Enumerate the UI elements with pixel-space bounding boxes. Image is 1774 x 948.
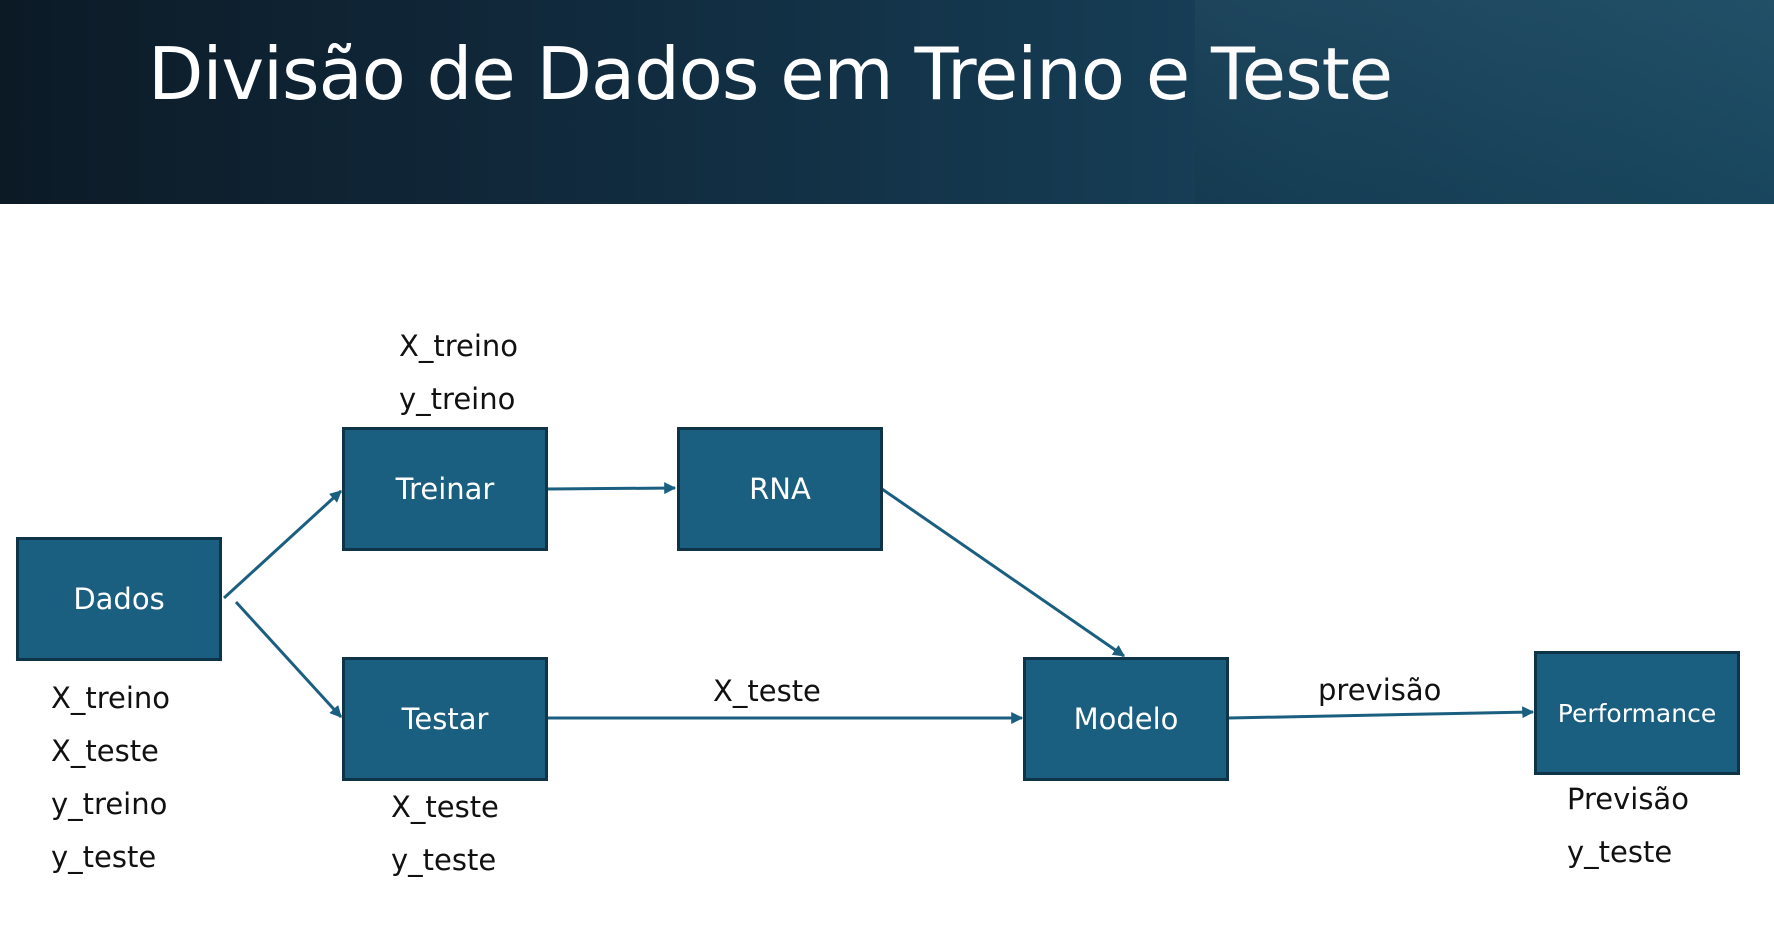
node-dados: Dados [16, 537, 222, 661]
dados-outputs: X_treino X_teste y_treino y_teste [51, 672, 170, 884]
treinar-inputs: X_treino y_treino [399, 320, 518, 426]
arrow-dados-treinar [222, 489, 343, 600]
testar-input-y: y_teste [391, 843, 497, 877]
treinar-input-y: y_treino [399, 382, 516, 416]
arrow-rna-modelo [881, 487, 1125, 658]
performance-input-y-teste: y_teste [1567, 835, 1673, 869]
edge-label-x-teste: X_teste [713, 665, 821, 718]
node-modelo: Modelo [1023, 657, 1229, 781]
dados-output-x-teste: X_teste [51, 734, 159, 768]
node-rna-label: RNA [749, 472, 811, 506]
node-treinar: Treinar [342, 427, 548, 551]
dados-output-x-treino: X_treino [51, 681, 171, 715]
testar-inputs: X_teste y_teste [391, 781, 499, 887]
dados-output-y-treino: y_treino [51, 787, 168, 821]
edge-label-previsao-text: previsão [1318, 673, 1442, 707]
testar-input-x: X_teste [391, 790, 499, 824]
arrow-modelo-performance [1228, 706, 1535, 720]
treinar-input-x: X_treino [399, 329, 519, 363]
arrow-dados-testar [234, 600, 343, 719]
edge-label-x-teste-text: X_teste [713, 674, 821, 708]
node-rna: RNA [677, 427, 883, 551]
node-modelo-label: Modelo [1073, 702, 1179, 736]
node-dados-label: Dados [73, 582, 165, 616]
node-performance-label: Performance [1557, 698, 1717, 728]
slide-title: Divisão de Dados em Treino e Teste [148, 32, 1393, 116]
node-testar-label: Testar [401, 702, 489, 736]
arrow-treinar-rna [547, 482, 677, 495]
title-banner: Divisão de Dados em Treino e Teste [0, 0, 1774, 204]
performance-inputs: Previsão y_teste [1567, 773, 1689, 879]
node-performance: Performance [1534, 651, 1740, 775]
node-treinar-label: Treinar [395, 472, 495, 506]
dados-output-y-teste: y_teste [51, 840, 157, 874]
performance-input-previsao: Previsão [1567, 782, 1689, 816]
node-testar: Testar [342, 657, 548, 781]
edge-label-previsao: previsão [1318, 664, 1441, 717]
